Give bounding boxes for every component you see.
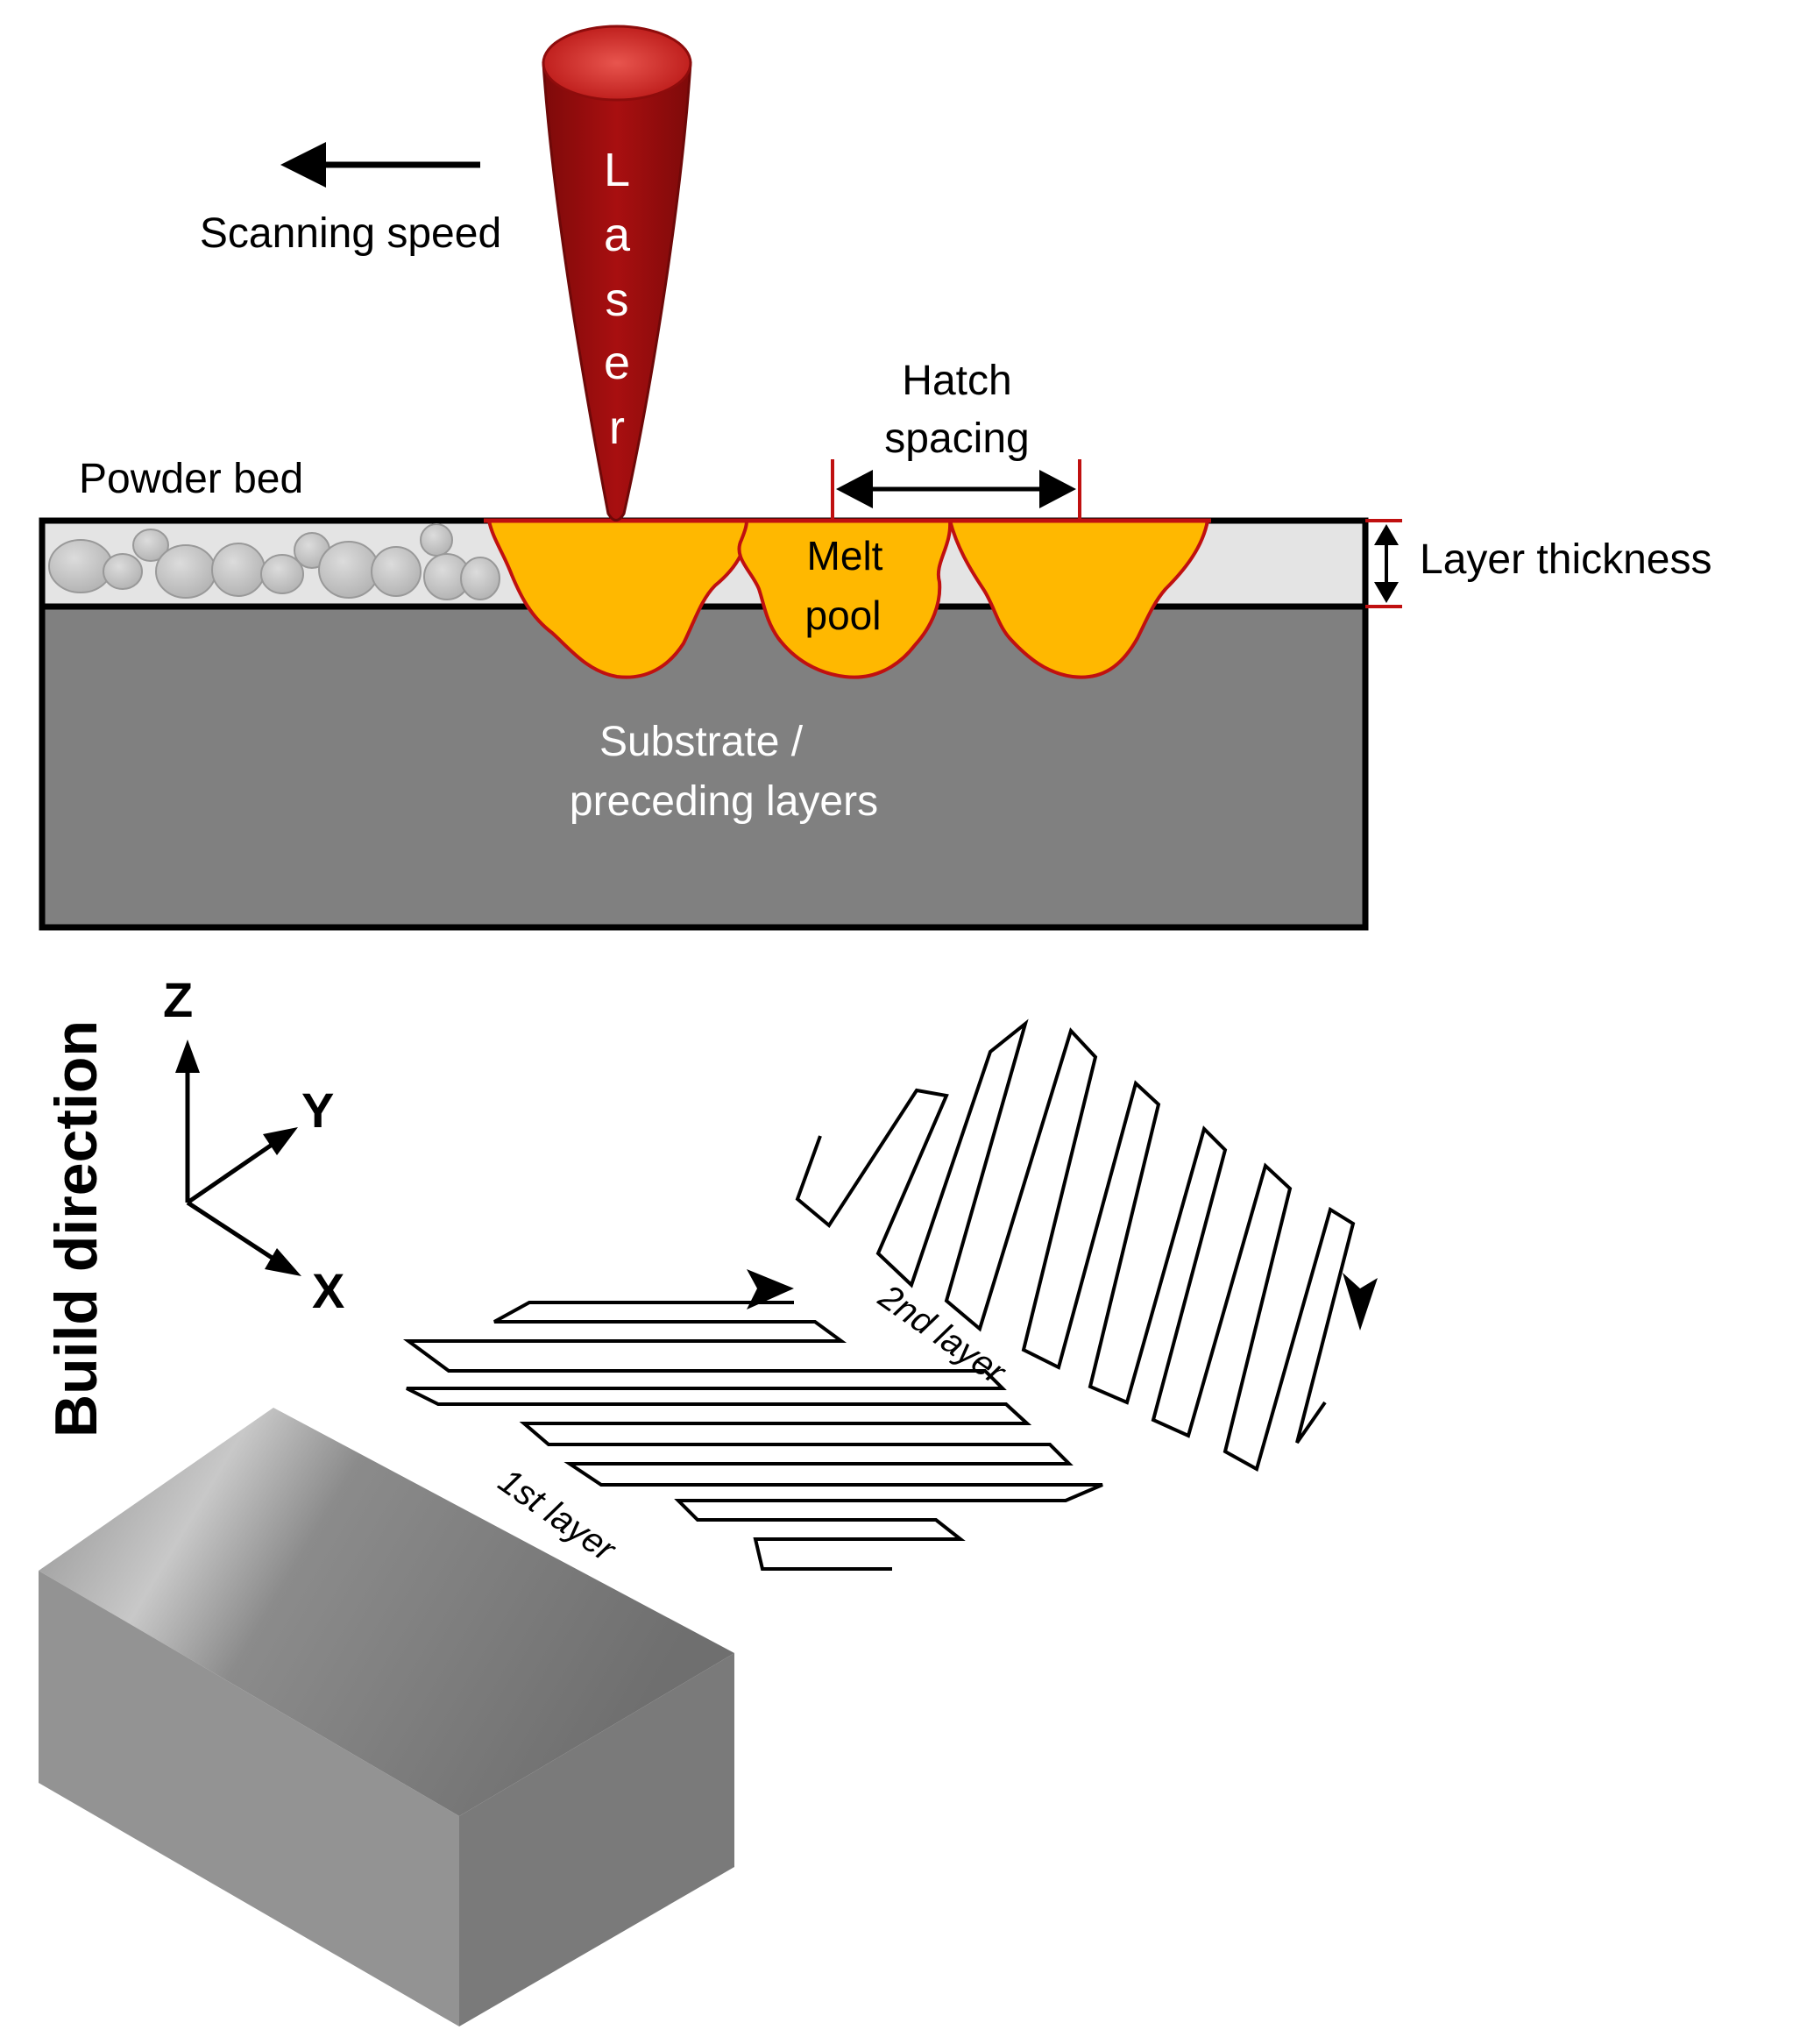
block-top-face — [39, 1408, 734, 1816]
substrate-label-2: preceding layers — [570, 778, 878, 825]
second-layer-scan-path — [795, 1018, 1356, 1472]
powder-bed-label: Powder bed — [79, 456, 303, 502]
cross-section: Melt pool Substrate / preceding layers — [39, 517, 1369, 931]
laser-aperture — [542, 25, 692, 102]
block-front-face — [39, 1571, 459, 2026]
first-layer-scan-path — [402, 1301, 1103, 1571]
arrow-down-icon — [1374, 582, 1399, 603]
powder-particles — [48, 523, 500, 600]
block-side-face — [459, 1653, 734, 2026]
layer-thickness-dimension — [1365, 519, 1402, 608]
arrow-left-icon — [836, 470, 873, 508]
laser-letter-l: L — [604, 144, 630, 196]
melt-pool-label-2: pool — [805, 593, 882, 638]
hatch-spacing-label-2: spacing — [884, 415, 1029, 462]
melt-pool-3 — [947, 519, 1210, 679]
laser-letter-s: s — [606, 273, 629, 326]
arrow-down-icon — [1343, 1273, 1378, 1331]
melt-pool-2 — [737, 519, 953, 679]
arrow-right-icon — [1039, 470, 1076, 508]
scanning-speed-label: Scanning speed — [200, 210, 501, 257]
arrow-right-icon — [747, 1269, 794, 1309]
layer-thickness-label: Layer thickness — [1420, 536, 1712, 583]
axis-y-label: Y — [301, 1082, 334, 1138]
scanning-speed-arrow — [280, 142, 480, 188]
arrow-up-icon — [1374, 524, 1399, 545]
coordinate-axes — [175, 1040, 301, 1276]
substrate-label-1: Substrate / — [599, 719, 804, 765]
arrow-up-icon — [175, 1040, 200, 1073]
laser-beam: L a s e r — [542, 25, 692, 522]
hatch-spacing-label-1: Hatch — [902, 358, 1011, 404]
laser-letter-e: e — [604, 337, 630, 389]
arrow-up-right-icon — [263, 1127, 298, 1155]
arrow-down-right-icon — [265, 1248, 301, 1276]
build-direction-label: Build direction — [43, 1020, 110, 1437]
melt-pools — [486, 519, 1210, 679]
melt-pool-label-1: Melt — [807, 533, 883, 578]
melt-pool-1 — [486, 519, 749, 679]
axis-z-label: Z — [163, 972, 193, 1027]
built-part-block — [39, 1408, 734, 2026]
arrow-left-icon — [280, 142, 326, 188]
hatch-spacing-dimension — [831, 459, 1081, 521]
laser-letter-r: r — [609, 401, 625, 454]
laser-letter-a: a — [604, 209, 631, 261]
axis-x-label: X — [312, 1263, 344, 1318]
